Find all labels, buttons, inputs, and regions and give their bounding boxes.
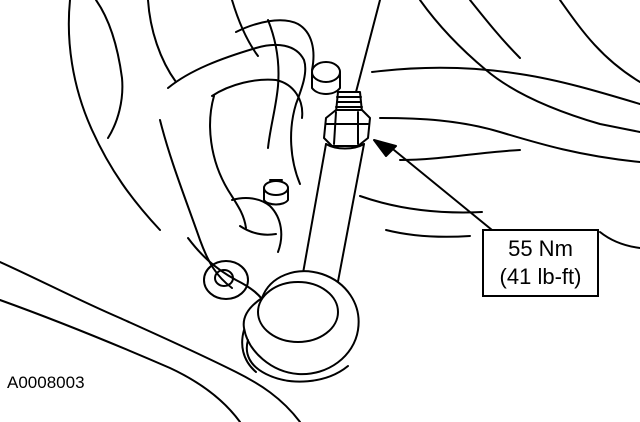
torque-callout: 55 Nm (41 lb-ft) — [482, 229, 599, 297]
torque-metric-label: 55 Nm — [508, 236, 573, 261]
torque-imperial-label: (41 lb-ft) — [499, 264, 582, 289]
stud-and-nut — [323, 91, 371, 147]
control-arm — [159, 19, 315, 307]
stabilizer-link-rod — [299, 143, 365, 293]
figure-id-label: A0008003 — [7, 373, 85, 392]
ball-joint — [241, 270, 360, 383]
torque-leader-arrow — [373, 139, 493, 231]
bracket-bolt — [263, 61, 341, 206]
